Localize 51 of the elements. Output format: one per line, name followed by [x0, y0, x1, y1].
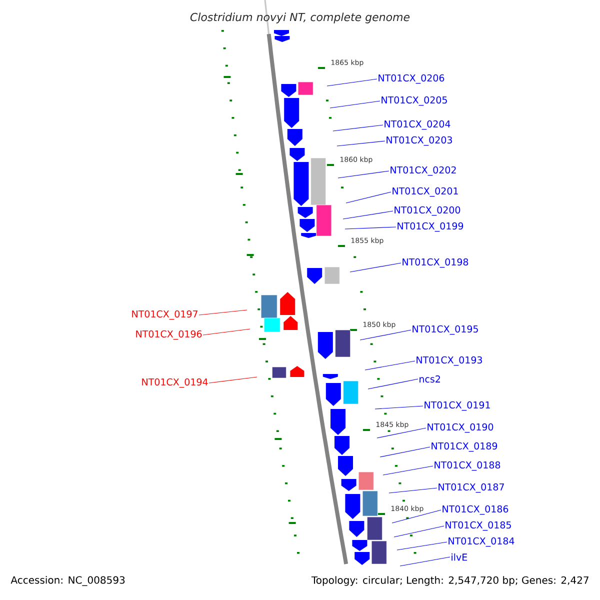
gene-label: NT01CX_0194	[142, 378, 208, 388]
leader-line	[394, 526, 444, 538]
leader-line	[202, 328, 250, 336]
gene-label: NT01CX_0189	[432, 442, 498, 452]
leader-line	[400, 556, 450, 566]
gene-label: ilvE	[452, 553, 467, 561]
gene-label: NT01CX_0193	[416, 356, 482, 366]
leader-line	[392, 510, 442, 524]
leader-line	[376, 428, 426, 438]
leader-line	[364, 360, 416, 370]
leader-line	[382, 466, 434, 476]
footer-text: Topology: circular; Length: 2,547,720 bp; Genes: 2,427	[311, 576, 588, 586]
gene-label: NT01CX_0200	[394, 206, 460, 216]
gene-label: ncs2	[420, 375, 440, 383]
leader-line	[368, 378, 418, 390]
gene-label: NT01CX_0185	[446, 521, 511, 531]
gene-label: NT01CX_0198	[402, 258, 468, 268]
leader-line	[360, 330, 412, 340]
gene-label: NT01CX_0197	[132, 310, 198, 320]
leader-line	[208, 376, 258, 384]
gene-label: NT01CX_0204	[384, 120, 450, 130]
leader-line	[346, 192, 392, 204]
map-title: Clostridium novyi NT, complete genome	[190, 12, 410, 24]
gene-label: NT01CX_0201	[392, 187, 458, 197]
gene-label: NT01CX_0184	[448, 537, 514, 547]
leader-line	[338, 170, 390, 178]
gene-label: NT01CX_0205	[382, 96, 447, 106]
gene-label: NT01CX_0191	[424, 401, 490, 411]
gene-label: NT01CX_0202	[390, 166, 456, 176]
leader-line	[330, 100, 380, 108]
gene-label: NT01CX_0199	[398, 222, 464, 232]
gene-label: NT01CX_0190	[428, 423, 494, 433]
footer-text: Accession: NC_008593	[10, 576, 125, 586]
leader-line	[380, 446, 430, 458]
leader-line	[396, 542, 448, 550]
gene-label: NT01CX_0195	[412, 325, 478, 335]
leader-line	[388, 488, 438, 494]
gene-label: NT01CX_0203	[386, 136, 452, 146]
leader-line	[374, 406, 424, 410]
leader-line	[198, 310, 248, 316]
gene-label: NT01CX_0186	[442, 505, 508, 515]
gene-label: NT01CX_0196	[136, 330, 202, 340]
leader-line	[326, 78, 378, 86]
leader-line	[332, 124, 384, 132]
leader-line	[336, 140, 386, 146]
gene-label: NT01CX_0206	[378, 74, 444, 84]
gene-label: NT01CX_0188	[434, 461, 500, 471]
gene-label: NT01CX_0187	[438, 483, 504, 493]
leader-line	[342, 210, 394, 220]
leader-line	[344, 226, 396, 230]
leader-line	[350, 262, 402, 272]
